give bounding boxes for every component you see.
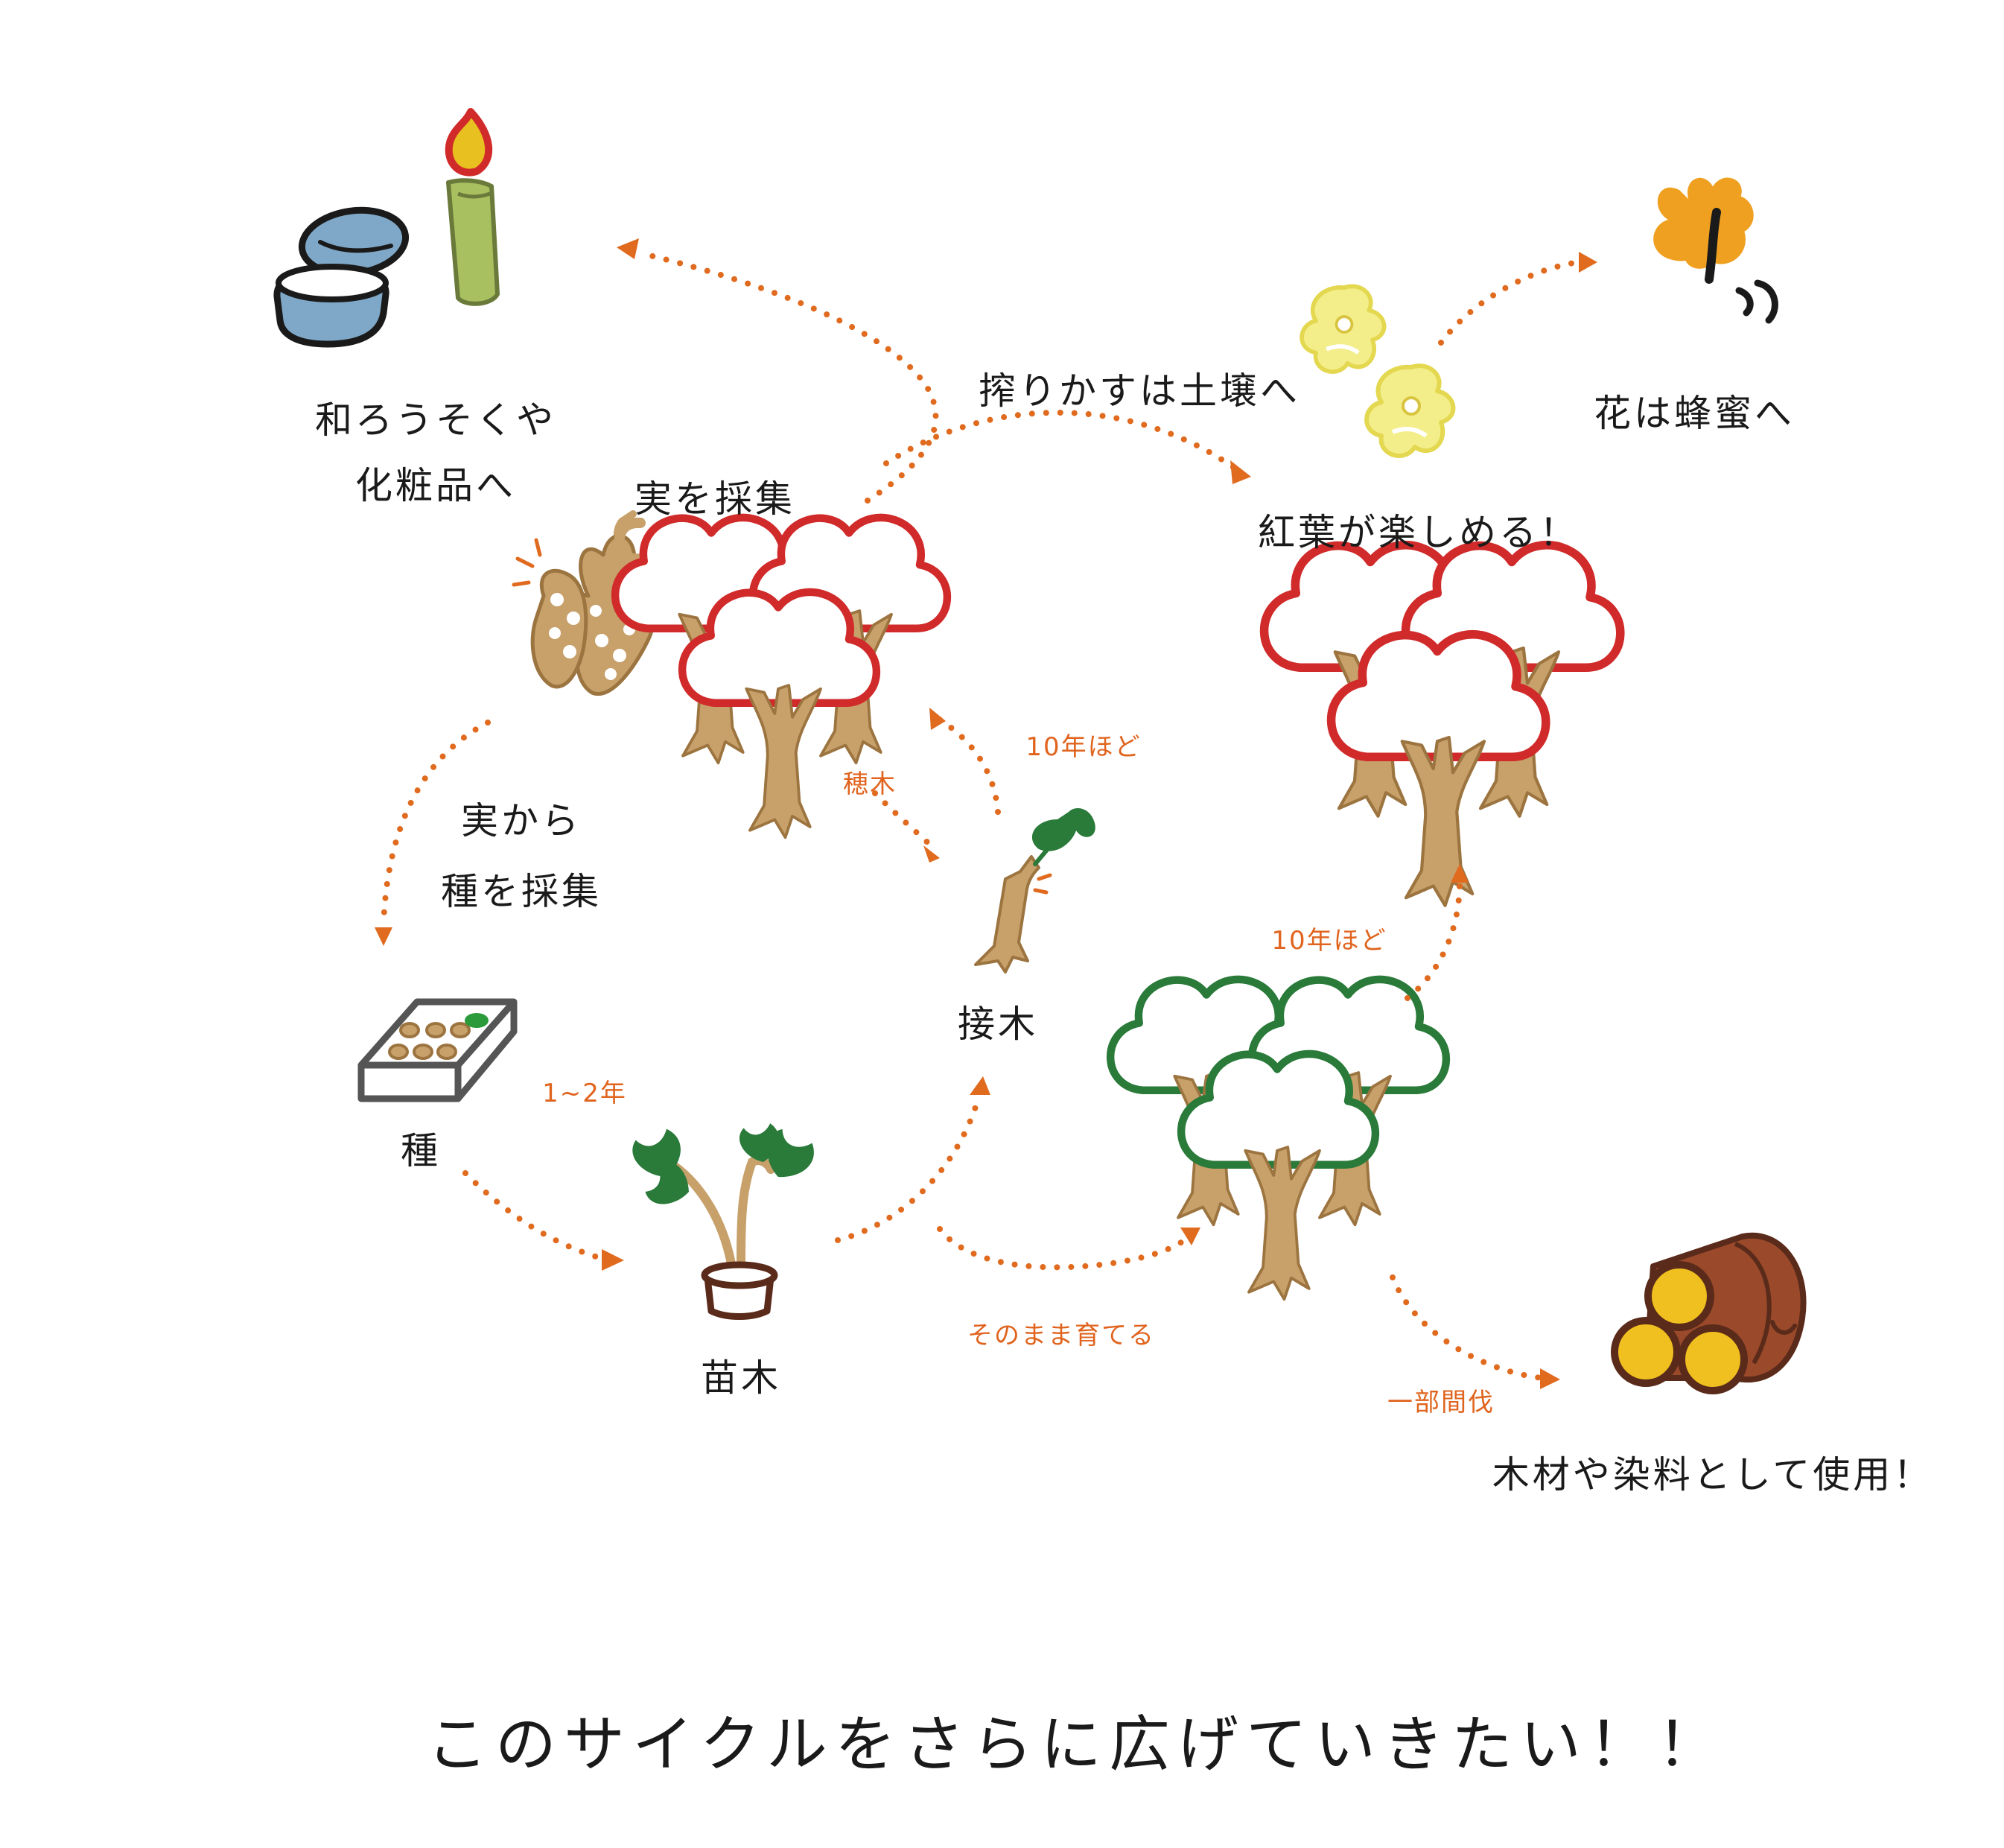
red-tree-icon (615, 518, 947, 837)
ten-years-grow-label: 10年ほど (1271, 926, 1387, 956)
cycle-arrows (375, 238, 1597, 1389)
ten-years-graft-label: 10年ほど (1025, 732, 1142, 762)
headline: このサイクルをさらに広げていきたい！！ (427, 1709, 1725, 1780)
lumber-dye-label: 木材や染料として使用！ (1492, 1453, 1934, 1496)
seed-label: 種 (401, 1129, 441, 1172)
one-two-years-label: 1~2年 (542, 1079, 627, 1108)
flower-icon (1302, 286, 1453, 456)
candle-cosmetics-label: 和ろうそくや 化粧品へ (315, 399, 556, 507)
seedling-label: 苗木 (701, 1356, 781, 1400)
flowers-to-honey-label: 花は蜂蜜へ (1594, 392, 1795, 435)
autumn-leaves-label: 紅葉が楽しめる！ (1258, 511, 1580, 554)
red-tree-icon-autumn (1265, 545, 1620, 906)
seedling-pot-icon (629, 1122, 819, 1320)
partial-felling-label: 一部間伐 (1387, 1388, 1495, 1417)
grafted-tree-icon (974, 808, 1095, 974)
green-tree-icon (1110, 979, 1446, 1299)
grow-as-is-label: そのまま育てる (967, 1321, 1155, 1350)
harvest-fruit-label: 実を採集 (634, 477, 795, 521)
candle-icon (445, 108, 500, 306)
scion-label: 穂木 (843, 769, 897, 799)
fruit-cluster-icon (512, 510, 664, 696)
bee-icon (1653, 177, 1778, 324)
grafted-tree-label: 接木 (958, 1003, 1038, 1046)
seed-tray-icon (357, 998, 518, 1102)
dish-icon (273, 206, 410, 348)
seed-from-fruit-label: 実から 種を採集 (441, 799, 602, 913)
lees-to-soil-label: 搾りかすは土壌へ (979, 369, 1300, 413)
log-icon (1611, 1232, 1807, 1394)
